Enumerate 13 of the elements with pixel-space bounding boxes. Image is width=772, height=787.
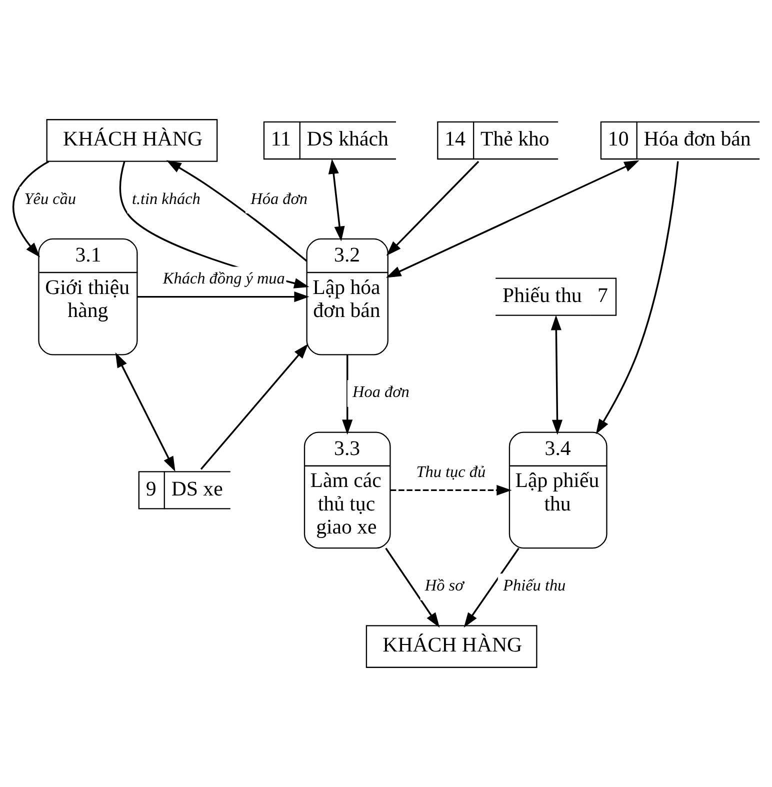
edge-label: t.tin khách (132, 190, 200, 208)
edge-label: Thu tục đủ (416, 463, 486, 482)
node-text: 9 DS xe (146, 476, 223, 500)
node-text: Phiếu thu 7 (502, 282, 608, 307)
node-text: 10 Hóa đơn bán (608, 126, 751, 151)
edge-label: Yêu cầu (24, 190, 76, 208)
edge-label: Hoa đơn (352, 383, 410, 402)
edge-label: Phiếu thu (503, 576, 566, 595)
edge-label: Khách đồng ý mua (162, 270, 285, 288)
node-text: 11 DS khách (270, 126, 388, 151)
edge-label: Hóa đơn (250, 190, 308, 208)
node-text: 14 Thẻ kho (444, 126, 550, 151)
edge-label: Hồ sơ (424, 576, 464, 595)
